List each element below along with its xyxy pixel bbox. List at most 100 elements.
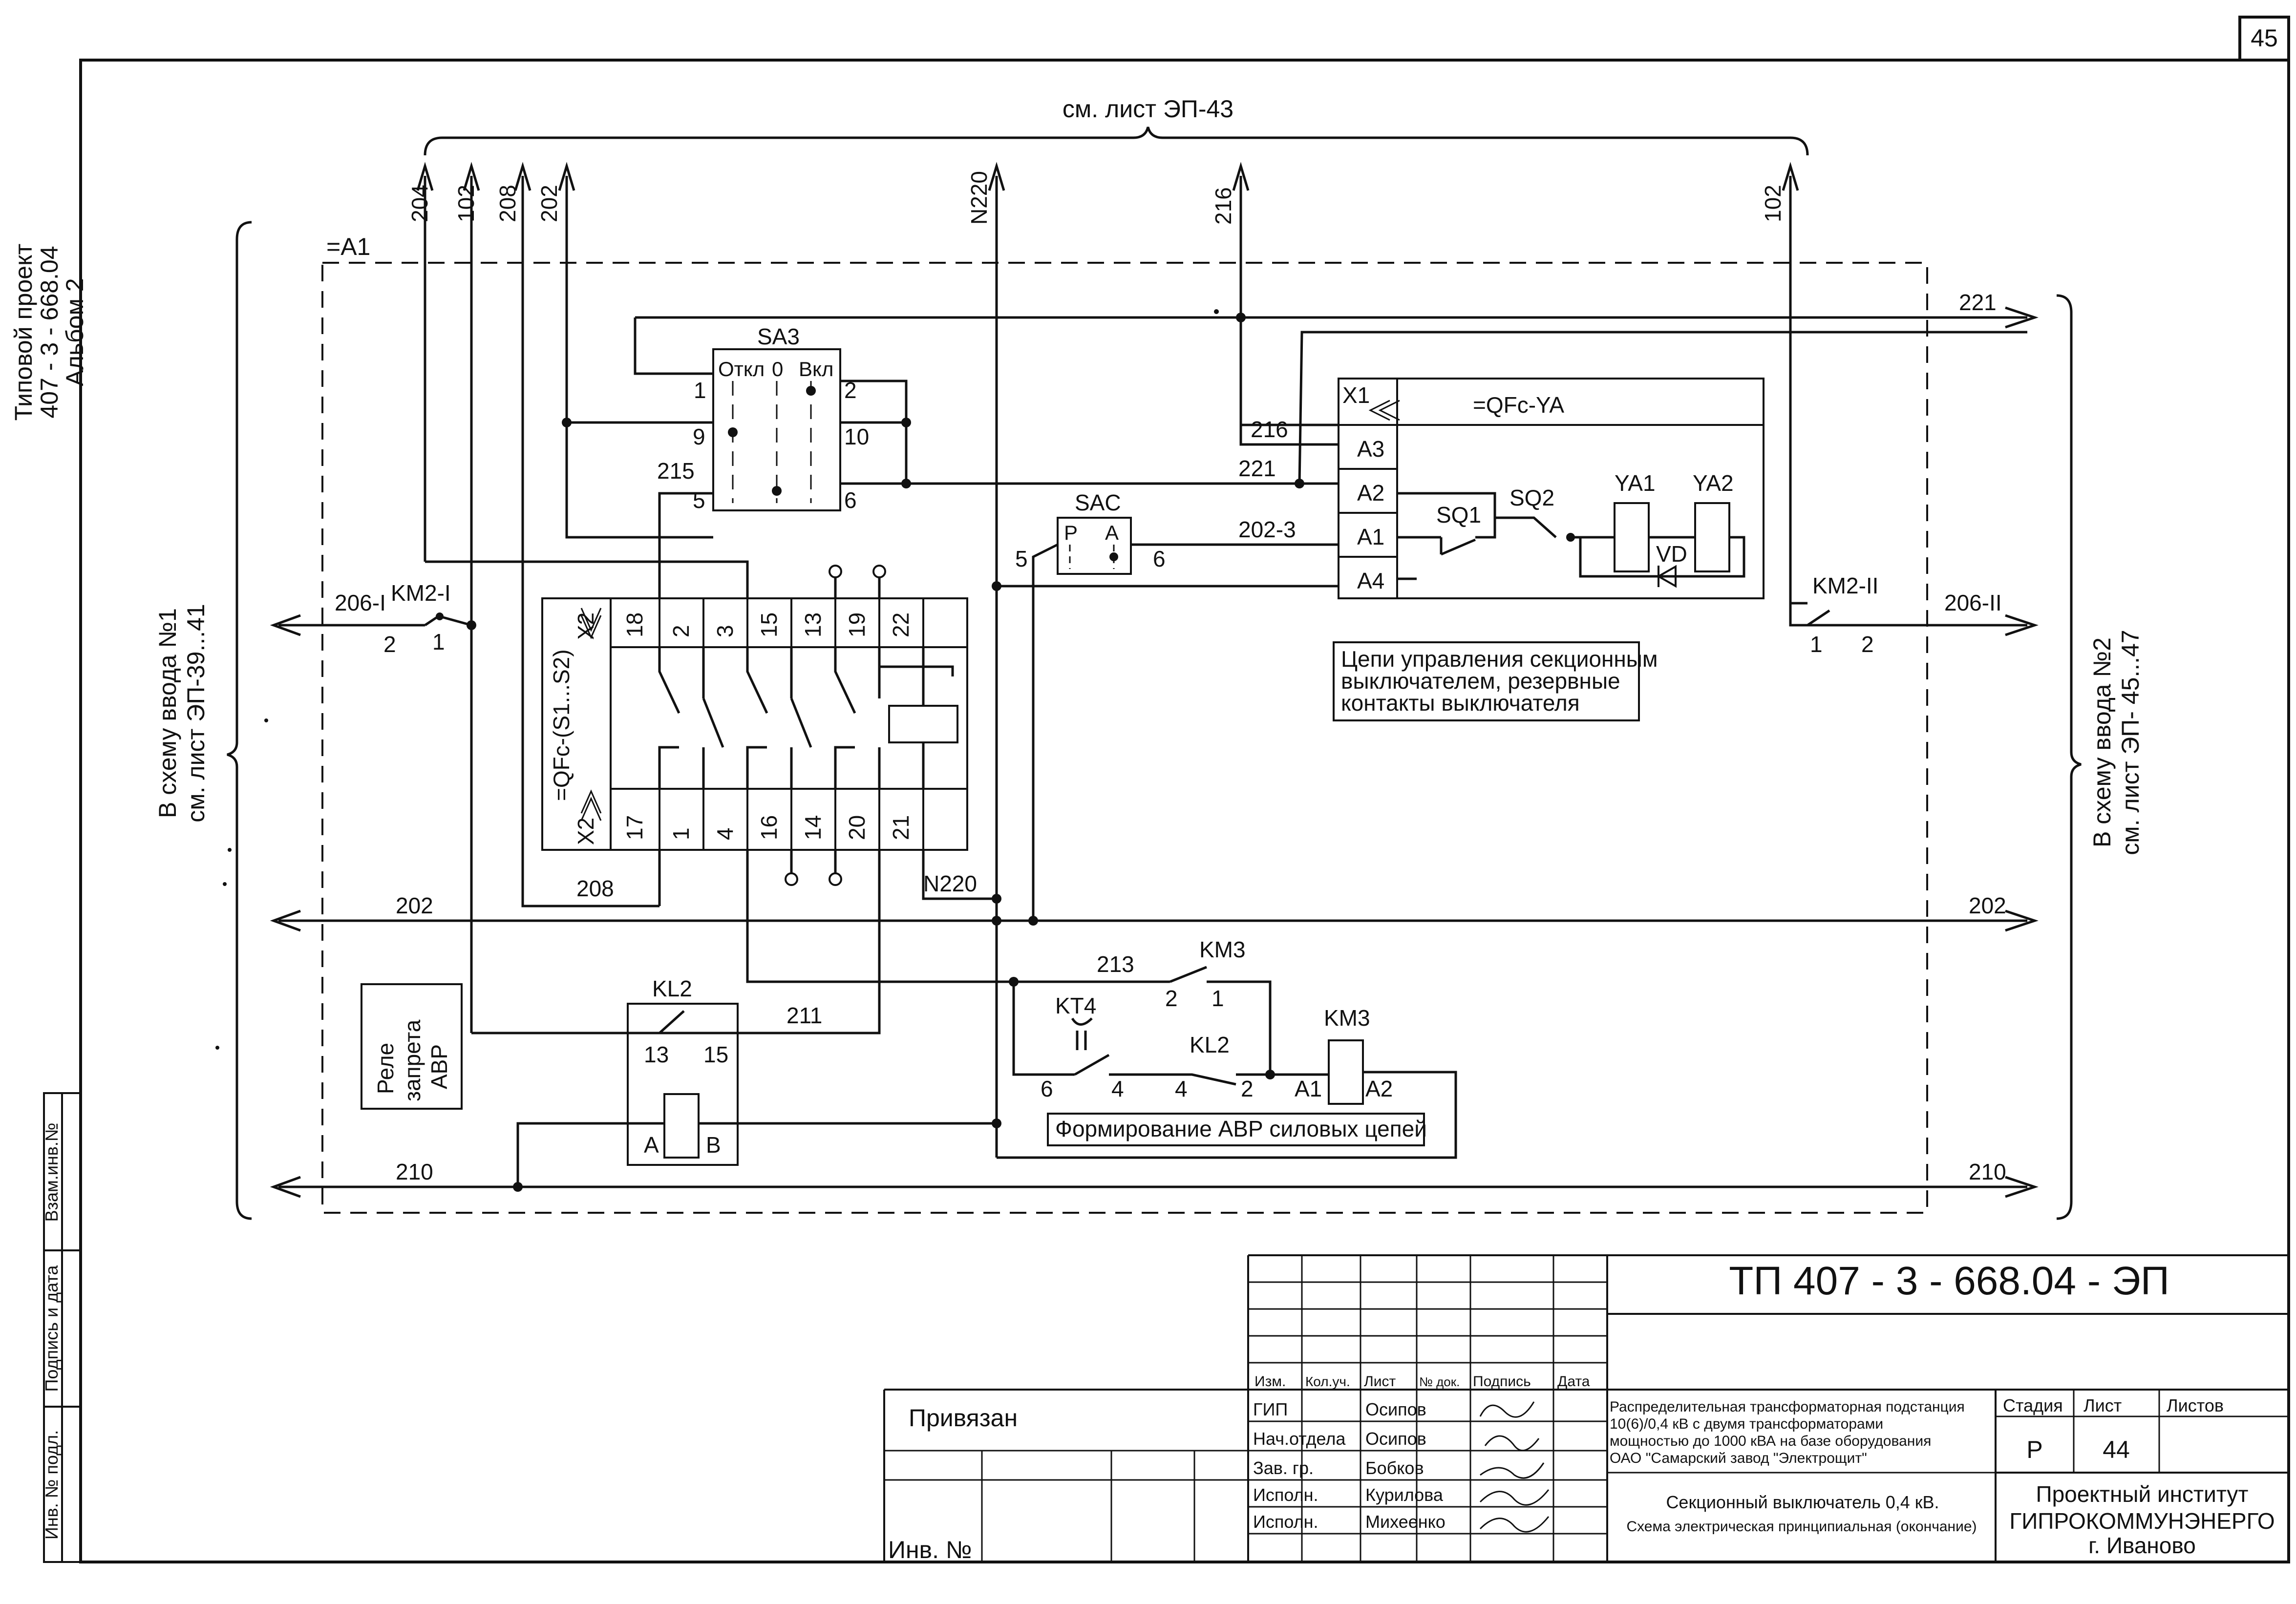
svg-text:20: 20 (844, 815, 870, 840)
svg-text:14: 14 (800, 815, 826, 840)
svg-text:=QFc-YA: =QFc-YA (1473, 392, 1564, 418)
avr-circuit: 213 KM3 2 1 KT4 6 4 4 KL2 2 KM3 A1 A2 Фо… (997, 937, 1457, 1159)
svg-text:A: A (644, 1132, 659, 1158)
svg-text:X2: X2 (573, 818, 598, 845)
svg-text:SAC: SAC (1075, 490, 1121, 515)
wire-221: 221 (634, 290, 2039, 484)
left-strip: Взам.инв.№ Подпись и дата Инв. № подл. (42, 1092, 82, 1563)
svg-text:206-II: 206-II (1944, 590, 2002, 615)
svg-text:15: 15 (756, 612, 782, 637)
wire-202: 202 (536, 185, 562, 222)
svg-text:KM3: KM3 (1324, 1005, 1370, 1031)
svg-text:213: 213 (1097, 951, 1134, 977)
svg-text:Исполн.: Исполн. (1253, 1485, 1318, 1505)
svg-text:16: 16 (756, 815, 782, 840)
svg-text:15: 15 (703, 1042, 728, 1067)
svg-text:г. Иваново: г. Иваново (2088, 1533, 2196, 1558)
svg-text:216: 216 (1251, 417, 1288, 442)
svg-text:№ док.: № док. (1419, 1374, 1460, 1389)
svg-text:KM2-I: KM2-I (391, 580, 451, 606)
svg-text:13: 13 (800, 612, 826, 637)
svg-text:Стадия: Стадия (2003, 1395, 2063, 1415)
sa3-switch: SA3 Откл 0 Вкл 1 9 5 2 10 6 215 (562, 324, 1339, 598)
wire-n220: N220 (966, 171, 992, 225)
strip-inv: Инв. № подл. (42, 1430, 62, 1540)
svg-text:запрета: запрета (400, 1019, 425, 1101)
svg-text:210: 210 (396, 1159, 433, 1184)
svg-text:202: 202 (396, 893, 433, 918)
svg-text:0: 0 (772, 358, 783, 380)
svg-text:Секционный выключатель 0,4 кВ.: Секционный выключатель 0,4 кВ. (1666, 1492, 1939, 1512)
svg-text:4: 4 (712, 827, 738, 840)
svg-text:10: 10 (844, 424, 869, 449)
svg-text:1: 1 (694, 378, 706, 403)
svg-text:Откл: Откл (718, 358, 765, 380)
stamp-line-1: Типовой проект (10, 244, 37, 421)
wire-208: 208 (495, 185, 520, 222)
svg-text:A: A (1105, 521, 1119, 544)
svg-text:Лист: Лист (1364, 1373, 1396, 1390)
svg-text:9: 9 (693, 424, 705, 449)
title-block: Изм. Кол.уч. Лист № док. Подпись Дата ГИ… (883, 1254, 2289, 1563)
svg-text:АВР: АВР (426, 1044, 452, 1089)
svg-text:SQ1: SQ1 (1436, 502, 1481, 528)
svg-text:Формирование АВР силовых цепей: Формирование АВР силовых цепей (1055, 1116, 1427, 1141)
svg-text:Листов: Листов (2167, 1395, 2224, 1415)
svg-text:4: 4 (1175, 1076, 1188, 1101)
wire-102b: 102 (1760, 185, 1786, 222)
svg-text:2: 2 (1241, 1076, 1254, 1101)
km2-i-contact: 206-I KM2-I 2 1 (270, 580, 476, 657)
svg-text:215: 215 (657, 458, 695, 484)
sac-switch: SAC P A 5 6 (1015, 490, 1180, 921)
svg-text:Осипов: Осипов (1365, 1399, 1426, 1419)
svg-text:YA2: YA2 (1693, 470, 1734, 496)
sheet-frame: 45 (79, 16, 2290, 1563)
svg-text:3: 3 (712, 625, 738, 637)
svg-text:KL2: KL2 (652, 976, 692, 1001)
unit-label: =A1 (326, 233, 370, 260)
svg-text:B: B (706, 1132, 721, 1158)
relay-box: Реле запрета АВР (361, 983, 463, 1110)
svg-text:Дата: Дата (1557, 1373, 1590, 1390)
svg-text:A1: A1 (1295, 1076, 1322, 1101)
svg-text:A2: A2 (1357, 480, 1384, 506)
svg-text:SQ2: SQ2 (1509, 485, 1554, 510)
qfc-ya-block: X1 =QFc-YA A3 A2 A1 A4 SQ1 SQ2 YA1 YA2 V… (1338, 378, 1765, 599)
right-side-ref-2: см. лист ЭП- 45...47 (2117, 630, 2144, 855)
svg-text:1: 1 (1810, 632, 1823, 657)
svg-text:1: 1 (668, 827, 694, 840)
svg-text:Распределительная трансформато: Распределительная трансформаторная подст… (1610, 1399, 1965, 1415)
svg-text:Зав. гр.: Зав. гр. (1253, 1458, 1314, 1478)
svg-text:Курилова: Курилова (1365, 1485, 1444, 1505)
svg-text:1: 1 (432, 629, 445, 654)
wire-204: 204 (407, 185, 432, 222)
svg-text:P: P (1064, 521, 1078, 544)
svg-text:13: 13 (644, 1042, 669, 1067)
svg-text:Инв. №: Инв. № (888, 1536, 972, 1563)
svg-text:YA1: YA1 (1615, 470, 1656, 496)
svg-text:44: 44 (2103, 1436, 2130, 1463)
svg-text:211: 211 (787, 1003, 822, 1028)
svg-text:10(6)/0,4 кВ с двумя трансформ: 10(6)/0,4 кВ с двумя трансформаторами (1610, 1416, 1883, 1432)
svg-text:X1: X1 (1342, 382, 1370, 408)
svg-text:21: 21 (888, 815, 914, 840)
svg-text:202: 202 (1969, 893, 2006, 918)
svg-text:Схема электрическая принципиал: Схема электрическая принципиальная (окон… (1626, 1519, 1977, 1535)
bus-202: 202 202 (270, 893, 2039, 932)
svg-text:контакты выключателя: контакты выключателя (1341, 690, 1580, 716)
svg-text:208: 208 (576, 876, 614, 901)
drawing-designation: ТП 407 - 3 - 668.04 - ЭП (1729, 1259, 2169, 1303)
svg-text:Нач.отдела: Нач.отдела (1253, 1429, 1346, 1449)
svg-text:Осипов: Осипов (1365, 1429, 1426, 1449)
svg-text:ГИП: ГИП (1253, 1399, 1288, 1419)
svg-text:2: 2 (1861, 632, 1874, 657)
svg-text:6: 6 (1041, 1076, 1053, 1101)
svg-text:=QFc-(S1...S2): =QFc-(S1...S2) (549, 649, 574, 801)
svg-text:Лист: Лист (2083, 1395, 2122, 1415)
svg-text:A1: A1 (1357, 524, 1384, 549)
svg-text:Бобков: Бобков (1365, 1458, 1424, 1478)
stamp-line-2: 407 - 3 - 668.04 (36, 246, 63, 418)
svg-text:KL2: KL2 (1190, 1032, 1230, 1057)
svg-text:Проектный институт: Проектный институт (2036, 1481, 2249, 1507)
svg-text:2: 2 (383, 632, 396, 657)
